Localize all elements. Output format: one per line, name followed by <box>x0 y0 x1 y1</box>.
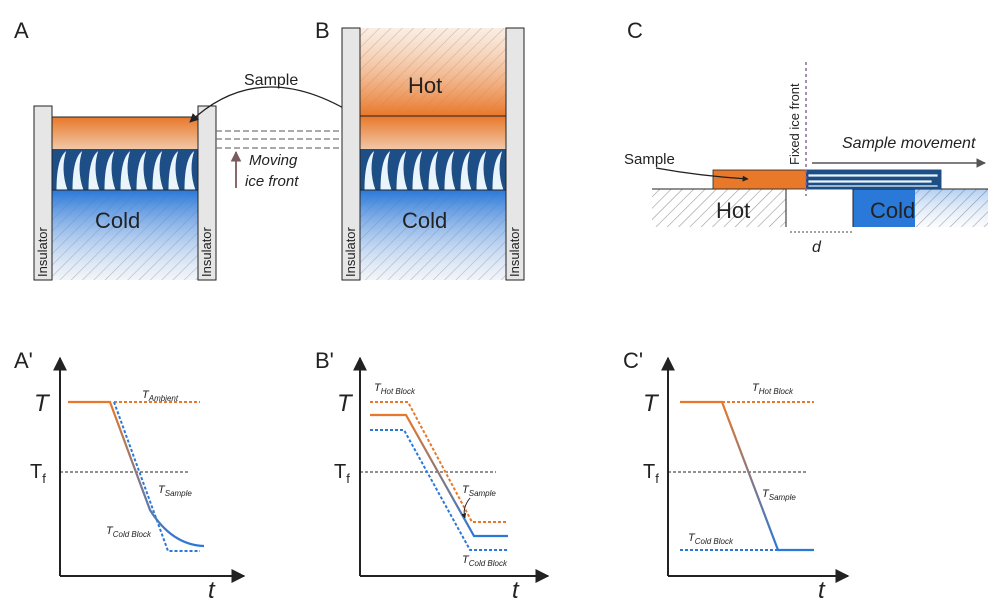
sample-temp-label: TSample <box>762 488 796 502</box>
x-axis-label: t <box>512 577 520 601</box>
sample-label-a: Sample <box>244 72 298 89</box>
ice-crystals-a <box>55 148 197 191</box>
cold-block-curve <box>113 401 200 552</box>
x-axis-label: t <box>208 577 216 601</box>
cold-label-c: Cold <box>870 198 915 223</box>
hot-block-c <box>652 189 786 227</box>
diagram-c: Hot Cold Fixed ice front Sample movement… <box>624 62 988 256</box>
diagram-a: Insulator Insulator Cold Moving ice fron… <box>33 72 367 281</box>
sample-temp-label: TSample <box>158 484 192 498</box>
movement-label: Sample movement <box>842 135 976 152</box>
sample-pointer <box>461 497 471 519</box>
plot-b-prime: T t Tf THot Block TSample TCold Block <box>334 356 550 601</box>
cold-label-b: Cold <box>402 208 447 233</box>
sample-temp-label: TSample <box>462 484 496 498</box>
panel-label-c-prime: C' <box>623 348 643 373</box>
sample-pointer-c <box>655 167 749 182</box>
ice-crystals-b <box>363 148 505 191</box>
hot-block-curve <box>370 401 508 523</box>
sample-label-c: Sample <box>624 151 675 168</box>
insulator-label-right-a: Insulator <box>199 226 214 277</box>
ice-needles-c <box>807 173 939 188</box>
cold-label-a: Cold <box>95 208 140 233</box>
plot-a-prime: T t Tf TAmbient TSample TCold Block <box>30 356 246 601</box>
y-axis-label: T <box>34 390 51 417</box>
fixed-front-label: Fixed ice front <box>787 83 802 165</box>
panel-label-b-prime: B' <box>315 348 334 373</box>
insulator-right-b <box>505 27 525 281</box>
y-axis-label: T <box>337 390 354 417</box>
sample-layer-b <box>360 116 506 149</box>
insulator-left-b <box>341 27 361 281</box>
hot-label-b: Hot <box>408 73 442 98</box>
insulator-label-left-a: Insulator <box>35 226 50 277</box>
tf-label: Tf <box>30 461 46 486</box>
moving-front-label-2: ice front <box>245 173 299 190</box>
gap-label-c: d <box>812 239 822 256</box>
sample-layer-a <box>52 117 198 149</box>
moving-front-label-1: Moving <box>249 152 298 169</box>
cold-block-label: TCold Block <box>688 532 734 546</box>
hot-block-label: THot Block <box>374 382 416 396</box>
sample-curve <box>370 413 508 538</box>
x-axis-label: t <box>818 577 826 601</box>
tf-label: Tf <box>334 461 350 486</box>
insulator-left-a <box>33 105 53 281</box>
hot-label-c: Hot <box>716 198 750 223</box>
ambient-label: TAmbient <box>142 389 179 403</box>
insulator-right-a <box>197 105 217 281</box>
plot-c-prime: T t Tf THot Block TSample TCold Block <box>643 356 850 601</box>
panel-label-c: C <box>627 18 643 43</box>
hot-block-label: THot Block <box>752 382 794 396</box>
sample-curve <box>680 400 814 552</box>
cold-block-label: TCold Block <box>106 525 152 539</box>
cold-block-label: TCold Block <box>462 554 508 568</box>
sample-curve <box>68 400 205 548</box>
cold-block-curve <box>370 429 508 551</box>
panel-label-b: B <box>315 18 330 43</box>
insulator-label-left-b: Insulator <box>343 226 358 277</box>
panel-label-a-prime: A' <box>14 348 33 373</box>
y-axis-label: T <box>643 390 660 417</box>
diagram-b: Insulator Insulator Hot Cold <box>341 27 525 281</box>
panel-label-a: A <box>14 18 29 43</box>
tf-label: Tf <box>643 461 659 486</box>
insulator-label-right-b: Insulator <box>507 226 522 277</box>
